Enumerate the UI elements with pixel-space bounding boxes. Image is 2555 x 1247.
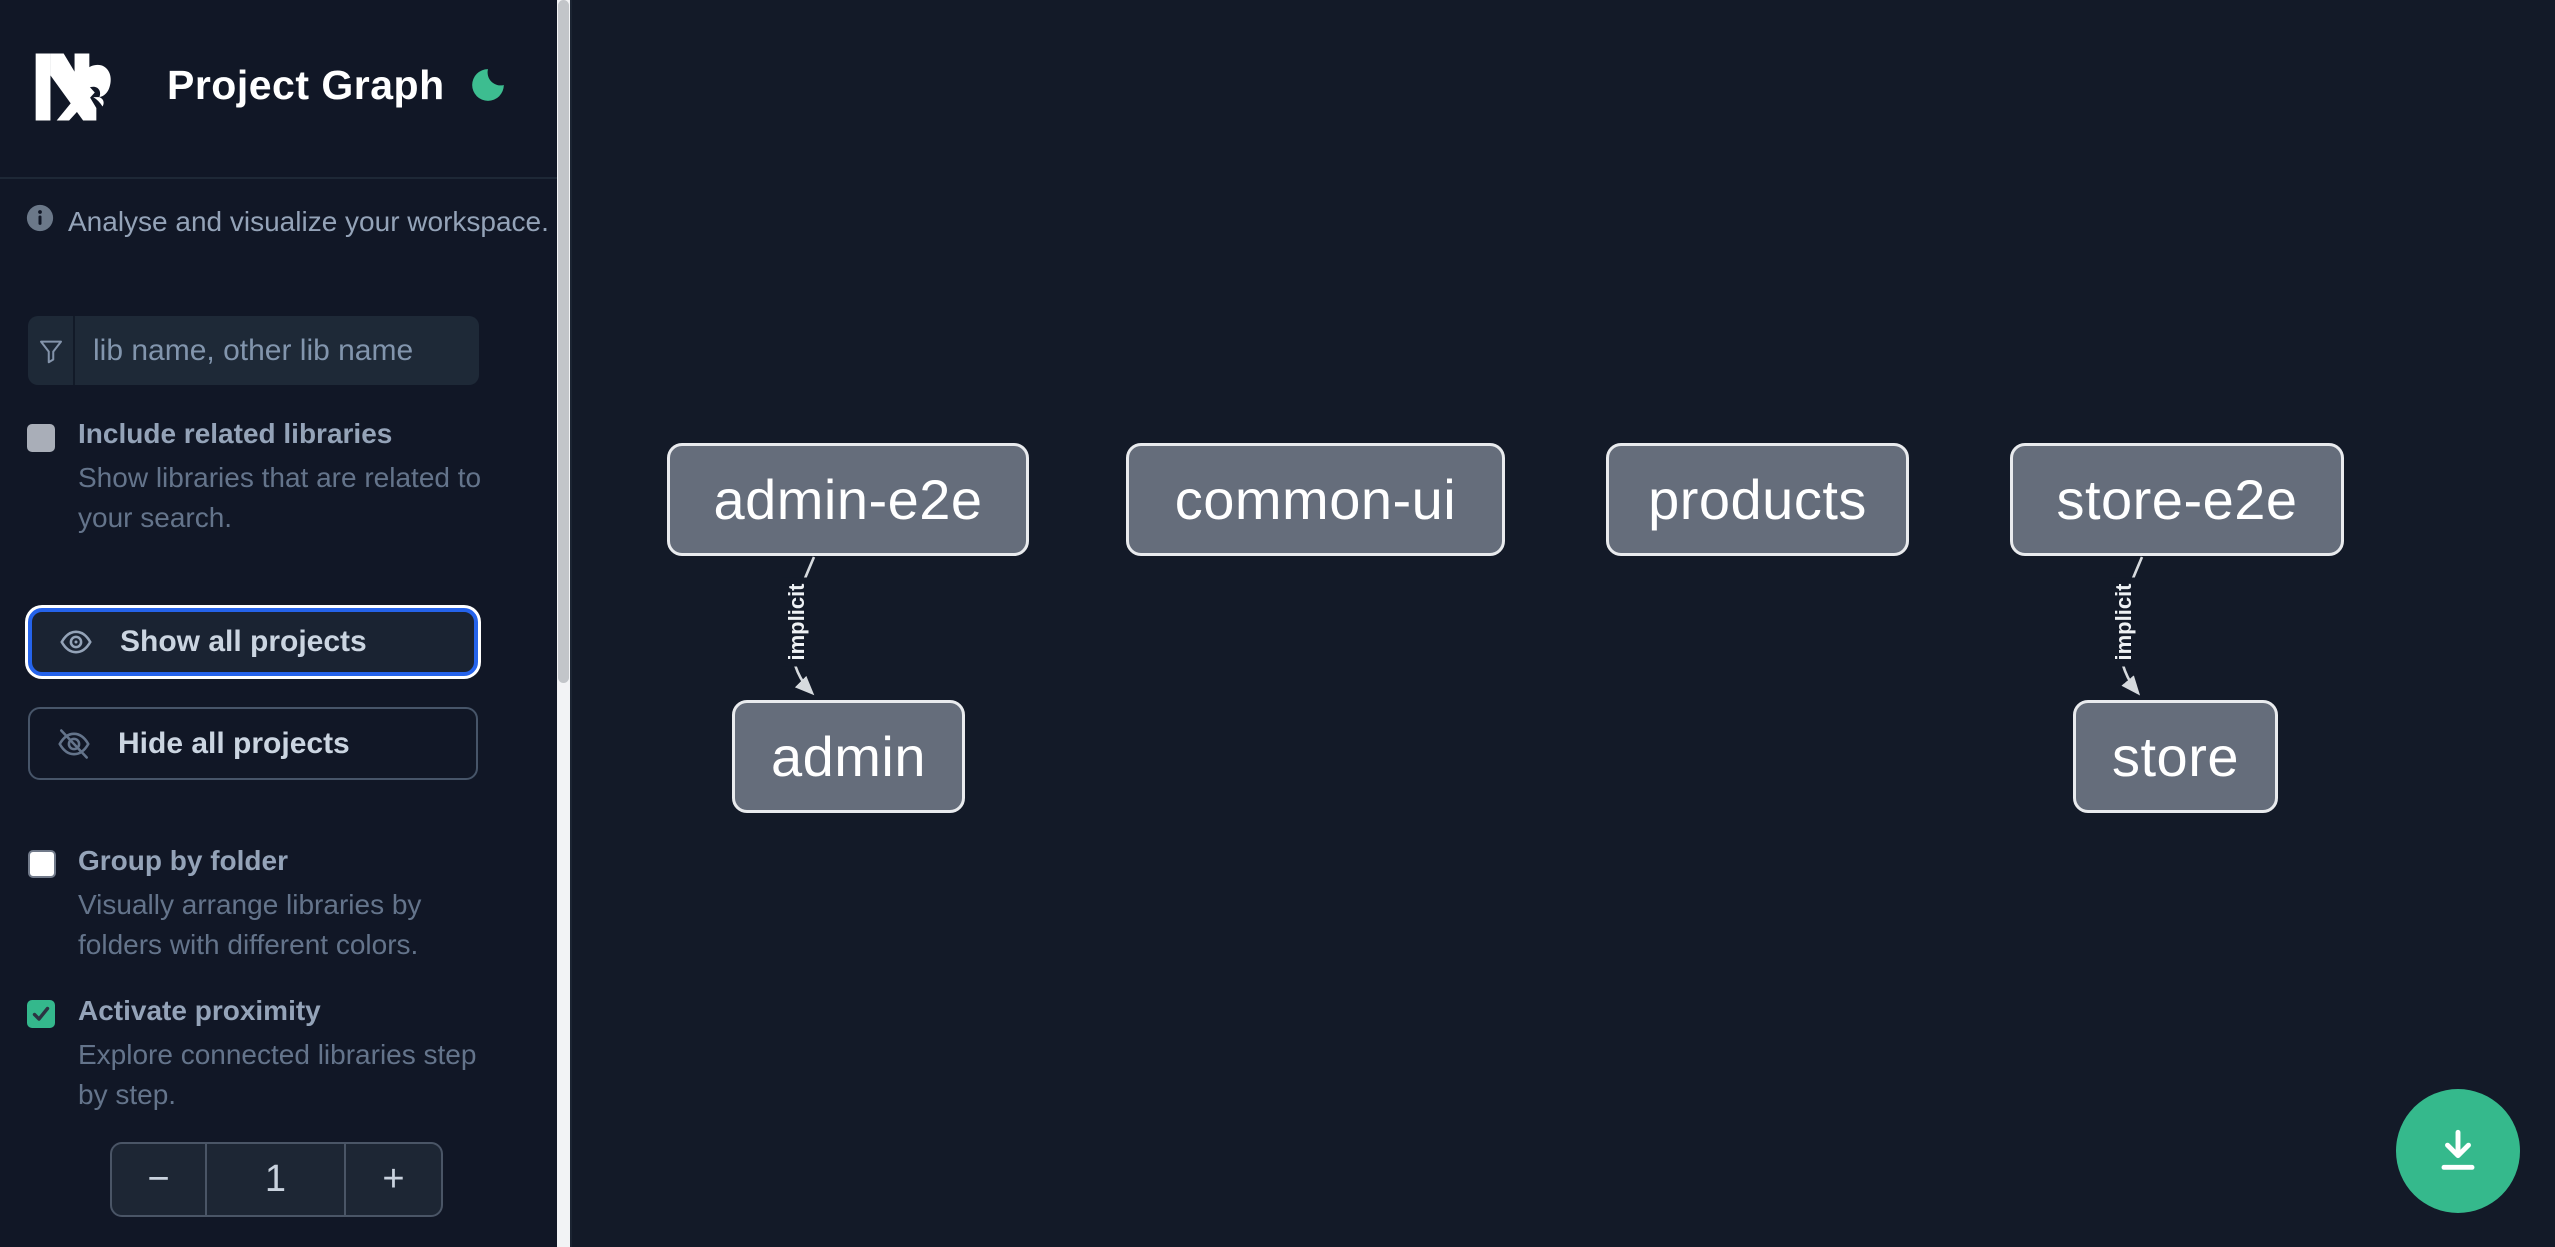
moon-icon — [472, 69, 504, 101]
node-admin[interactable]: admin — [732, 700, 965, 813]
graph-edges — [789, 556, 2144, 696]
download-icon — [2441, 1129, 2475, 1170]
filter-box — [28, 316, 479, 385]
funnel-icon-box — [28, 316, 75, 385]
filter-funnel-icon — [39, 340, 62, 363]
node-admin-e2e[interactable]: admin-e2e — [667, 443, 1029, 556]
dark-mode-toggle[interactable] — [468, 66, 508, 106]
include-related-label[interactable]: Include related libraries — [78, 418, 393, 449]
info-icon — [26, 204, 54, 232]
include-related-description: Show libraries that are related to your … — [78, 462, 482, 533]
hide-all-projects-label: Hide all projects — [118, 726, 350, 760]
activate-proximity-checkbox[interactable] — [27, 1000, 55, 1028]
include-related-checkbox[interactable] — [27, 424, 55, 452]
checkmark-icon — [32, 1006, 50, 1021]
node-products[interactable]: products — [1606, 443, 1909, 556]
page-title: Project Graph — [167, 62, 445, 108]
proximity-depth-stepper: − 1 + — [110, 1142, 443, 1217]
workspace-info-text: Analyse and visualize your workspace. — [68, 206, 549, 237]
download-image-button[interactable] — [2396, 1089, 2520, 1213]
filter-input[interactable] — [75, 316, 479, 385]
nx-logo-icon — [35, 53, 111, 121]
group-by-folder-label[interactable]: Group by folder — [78, 845, 288, 876]
edge-label-implicit: implicit — [782, 577, 812, 667]
node-common-ui[interactable]: common-ui — [1126, 443, 1505, 556]
hide-all-projects-button[interactable]: Hide all projects — [28, 707, 478, 780]
node-store-e2e[interactable]: store-e2e — [2010, 443, 2344, 556]
increment-button[interactable]: + — [344, 1144, 441, 1215]
depth-value[interactable]: 1 — [264, 1158, 287, 1200]
eye-slash-icon — [58, 728, 90, 759]
show-all-projects-label: Show all projects — [120, 625, 367, 658]
node-store[interactable]: store — [2073, 700, 2278, 813]
sidebar-scrollbar-thumb[interactable] — [558, 0, 569, 683]
header-divider — [0, 177, 557, 179]
decrement-button[interactable]: − — [112, 1144, 207, 1215]
show-all-projects-button[interactable]: Show all projects — [28, 608, 478, 676]
group-by-folder-checkbox[interactable] — [28, 850, 56, 878]
edge-label-implicit: implicit — [2109, 577, 2139, 667]
graph-canvas[interactable]: implicit implicit admin-e2e common-ui pr… — [570, 0, 2555, 1247]
activate-proximity-description: Explore connected libraries step by step… — [78, 1039, 477, 1110]
sidebar: Project Graph Analyse and visualize your… — [0, 0, 557, 1247]
eye-icon — [60, 630, 92, 654]
sidebar-scrollbar-track — [557, 0, 570, 1247]
activate-proximity-label[interactable]: Activate proximity — [78, 995, 321, 1026]
group-by-folder-description: Visually arrange libraries by folders wi… — [78, 889, 422, 960]
